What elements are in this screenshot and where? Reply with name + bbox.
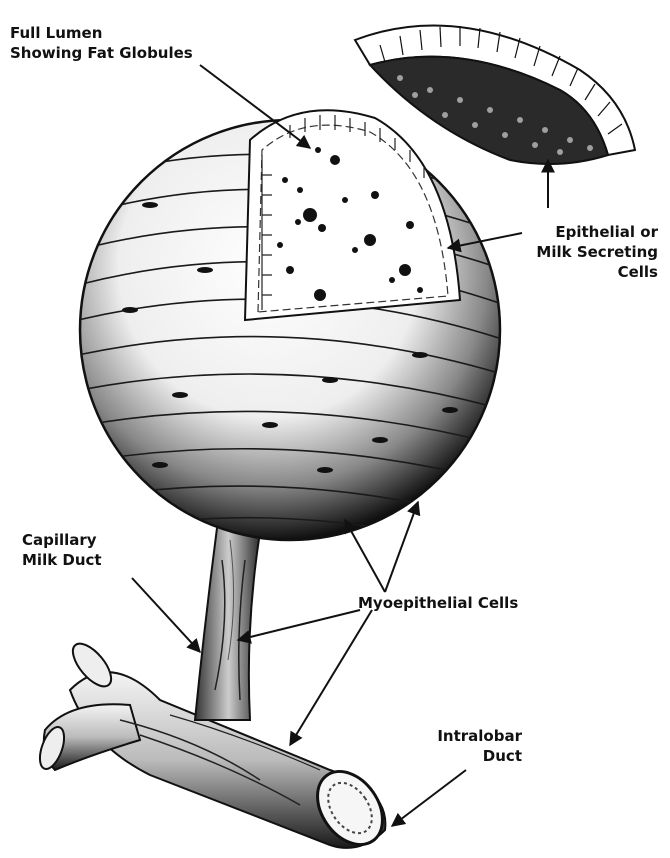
capillary-milk-duct — [195, 520, 262, 720]
label-intralobar-duct: Intralobar Duct — [437, 726, 522, 766]
label-capillary-milk-duct: Capillary Milk Duct — [22, 530, 102, 570]
label-epithelial-line-2: Milk Secreting — [536, 242, 658, 262]
full-lumen-cutaway — [245, 110, 460, 320]
label-epithelial-line-3: Cells — [536, 262, 658, 282]
label-capillary-line-1: Capillary — [22, 530, 102, 550]
label-full-lumen: Full Lumen Showing Fat Globules — [10, 23, 193, 63]
label-intralobar-line-2: Duct — [437, 746, 522, 766]
label-myoepithelial-line-1: Myoepithelial Cells — [358, 593, 518, 613]
label-capillary-line-2: Milk Duct — [22, 550, 102, 570]
label-epithelial: Epithelial or Milk Secreting Cells — [536, 222, 658, 282]
alveolus-sphere — [78, 110, 505, 540]
label-full-lumen-line-1: Full Lumen — [10, 23, 193, 43]
label-intralobar-line-1: Intralobar — [437, 726, 522, 746]
label-full-lumen-line-2: Showing Fat Globules — [10, 43, 193, 63]
label-myoepithelial-cells: Myoepithelial Cells — [358, 593, 518, 613]
label-epithelial-line-1: Epithelial or — [536, 222, 658, 242]
